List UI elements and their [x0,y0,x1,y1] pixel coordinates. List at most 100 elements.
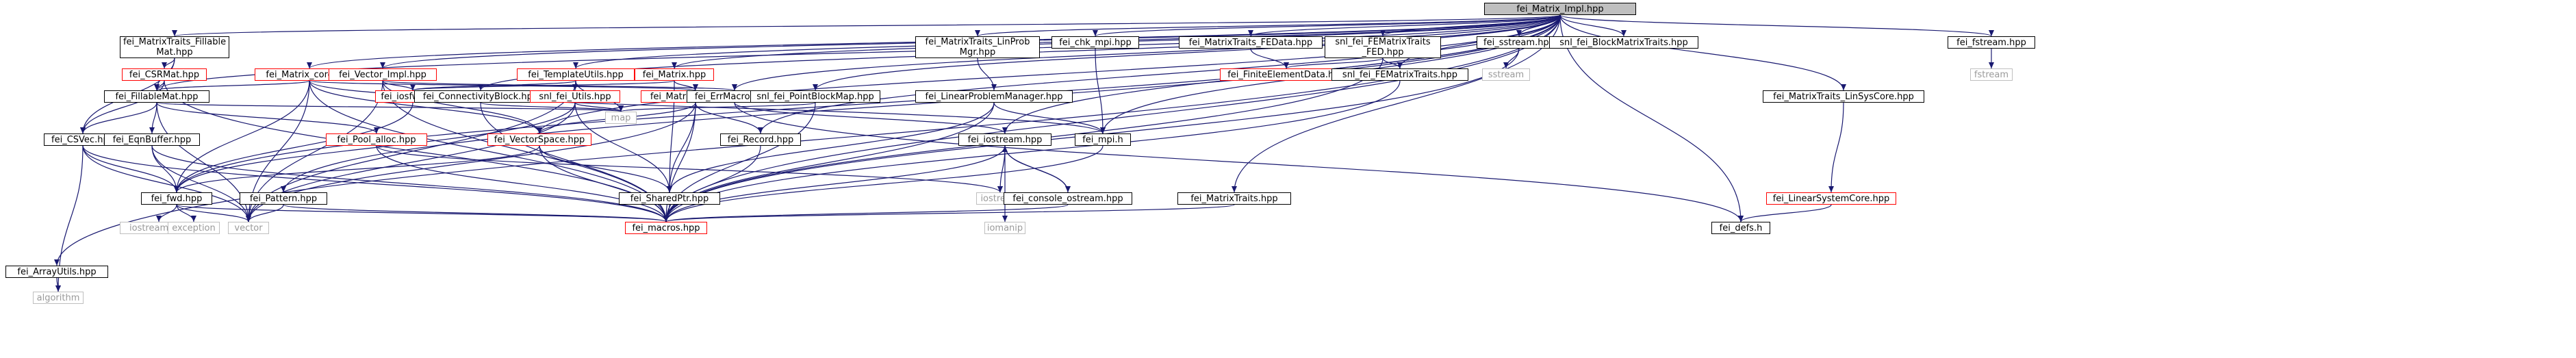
node-label: fei_Vector_Impl.hpp [339,69,426,80]
node-fillablemat[interactable]: fei_FillableMat.hpp [104,90,209,103]
node-label: snl_fei_Utils.hpp [539,91,611,102]
edge-csvec-to-fwd [82,145,179,193]
edge-iostreamfei-to-iostream [997,145,1006,193]
node-label: fei_FillableMat.hpp [115,91,199,102]
edge-mtlinsys-to-linsyscore [1828,102,1844,193]
edge-errmacros-to-iostreamfei [734,102,1008,134]
node-label: fei_fwd.hpp [151,193,203,204]
node-mtfedata[interactable]: fei_MatrixTraits_FEData.hpp [1179,36,1323,49]
node-snlfemt2[interactable]: snl_fei_FEMatrixTraits.hpp [1331,68,1468,81]
edge-matrixcore-to-matrixgraph [309,80,698,91]
node-macros[interactable]: fei_macros.hpp [625,222,707,234]
node-linsyscore[interactable]: fei_LinearSystemCore.hpp [1766,192,1896,205]
node-arrayutils[interactable]: fei_ArrayUtils.hpp [5,266,108,278]
edge-vectorspace-to-macros [539,145,669,222]
node-label: fei_SharedPtr.hpp [630,193,709,204]
node-label: fei_LinearSystemCore.hpp [1772,193,1890,204]
node-root[interactable]: fei_Matrix_Impl.hpp [1484,3,1636,15]
edge-csrmat-to-csvec [80,80,165,134]
node-eqnbuffer[interactable]: fei_EqnBuffer.hpp [104,133,200,146]
edge-fwd-to-iostreamhpp [156,204,177,222]
edge-lpm-to-sharedptr [667,102,995,193]
edge-pattern-to-vector [246,204,284,222]
node-label: fei_Matrix.hpp [642,69,706,80]
node-matrixhpp[interactable]: fei_Matrix.hpp [635,68,714,81]
edge-templateutils-to-iosfwd [410,80,576,91]
node-label: fei_MatrixTraits_FEData.hpp [1188,37,1313,48]
node-defs[interactable]: fei_defs.h [1711,222,1770,234]
node-label: fei_Matrix_Impl.hpp [1516,3,1604,14]
node-poolalloc[interactable]: fei_Pool_alloc.hpp [326,133,427,146]
edge-eqnbuffer-to-macros [151,145,669,222]
edge-record-to-macros [663,145,761,222]
edge-matrixcore-to-vectorspace [309,80,542,134]
edge-pointblockmap-to-map [618,102,816,112]
node-connblock[interactable]: fei_ConnectivityBlock.hpp [414,90,547,103]
node-csvec[interactable]: fei_CSVec.hpp [44,133,122,146]
node-iostreamfei[interactable]: fei_iostream.hpp [958,133,1051,146]
node-mpih[interactable]: fei_mpi.h [1075,133,1131,146]
edge-linsyscore-to-defs [1738,204,1832,222]
edge-mpih-to-macros [663,145,1104,222]
node-lpm[interactable]: fei_LinearProblemManager.hpp [915,90,1073,103]
node-vectorimpl[interactable]: fei_Vector_Impl.hpp [329,68,437,81]
node-mtlinprob[interactable]: fei_MatrixTraits_LinProb Mgr.hpp [915,36,1040,58]
node-mtlinsys[interactable]: fei_MatrixTraits_LinSysCore.hpp [1763,90,1924,103]
edge-matrixhpp-to-matrixgraph [674,80,698,91]
edge-eqnbuffer-to-vector [151,145,251,222]
edge-matrixhpp-to-iosfwd [410,80,675,91]
node-pattern[interactable]: fei_Pattern.hpp [240,192,327,205]
node-pointblockmap[interactable]: snl_fei_PointBlockMap.hpp [750,90,880,103]
node-label: fei_MatrixTraits_LinProb Mgr.hpp [925,37,1030,57]
node-label: fei_chk_mpi.hpp [1059,37,1132,48]
node-label: fei_MatrixTraits_Fillable Mat.hpp [123,37,227,57]
node-sstream[interactable]: fei_sstream.hpp [1477,36,1561,49]
node-mtraits[interactable]: fei_MatrixTraits.hpp [1177,192,1291,205]
edge-poolalloc-to-macros [376,145,669,222]
node-sutils[interactable]: snl_fei_Utils.hpp [530,90,620,103]
edge-iostreamfei-to-consoleostream [1004,145,1071,193]
node-snlbmt[interactable]: snl_fei_BlockMatrixTraits.hpp [1549,36,1698,49]
node-fstreamhpp[interactable]: fei_fstream.hpp [1948,36,2035,49]
node-mtfillable[interactable]: fei_MatrixTraits_Fillable Mat.hpp [120,36,229,58]
node-label: fei_CSRMat.hpp [129,69,200,80]
node-label: fei_TemplateUtils.hpp [528,69,624,80]
edge-connblock-to-map [480,102,624,112]
node-record[interactable]: fei_Record.hpp [720,133,801,146]
node-vectorspace[interactable]: fei_VectorSpace.hpp [487,133,591,146]
edge-sstream-to-sstreamstd [1503,48,1520,69]
edge-root-to-chkmpi [1093,14,1561,37]
node-label: fei_Pool_alloc.hpp [337,134,416,145]
edge-consoleostream-to-iostreamfei [1002,145,1069,193]
node-templateutils[interactable]: fei_TemplateUtils.hpp [517,68,635,81]
node-sstreamstd: sstream [1482,68,1530,81]
edge-sutils-to-map [574,102,624,112]
node-fwd[interactable]: fei_fwd.hpp [141,192,212,205]
node-consoleostream[interactable]: fei_console_ostream.hpp [1004,192,1132,205]
edge-arrayutils-to-algorithm [55,277,61,292]
edge-snlfemt-to-fedata [1284,57,1383,69]
node-label: fei_FiniteElementData.hpp [1227,69,1345,80]
edge-sharedptr-to-macros [663,204,670,222]
node-sharedptr[interactable]: fei_SharedPtr.hpp [619,192,720,205]
edge-snlfemt-to-snlfemt2 [1382,57,1403,69]
node-snlfemt[interactable]: snl_fei_FEMatrixTraits _FED.hpp [1325,36,1441,58]
edge-lpm-to-mpih [993,102,1106,134]
node-csrmat[interactable]: fei_CSRMat.hpp [122,68,207,81]
node-fedata[interactable]: fei_FiniteElementData.hpp [1220,68,1353,81]
edge-fillablemat-to-eqnbuffer [149,102,157,134]
node-label: fei_ConnectivityBlock.hpp [422,91,539,102]
node-label: snl_fei_BlockMatrixTraits.hpp [1559,37,1688,48]
edge-vectorspace-to-fwd [174,145,540,193]
node-label: fei_fstream.hpp [1956,37,2026,48]
edge-vectorspace-to-sharedptr [539,145,672,193]
edge-poolalloc-to-iostream [376,145,1003,193]
edge-root-to-mtfillable [173,14,1561,37]
node-chkmpi[interactable]: fei_chk_mpi.hpp [1051,36,1139,49]
edge-matrixcore-to-fillablemat [154,80,310,91]
edge-fwd-to-macros [176,204,669,222]
node-label: fei_ArrayUtils.hpp [17,266,97,277]
edge-root-to-snlfemt [1380,14,1561,37]
edge-fillablemat-to-poolalloc [156,102,379,134]
node-label: fei_Pattern.hpp [249,193,318,204]
